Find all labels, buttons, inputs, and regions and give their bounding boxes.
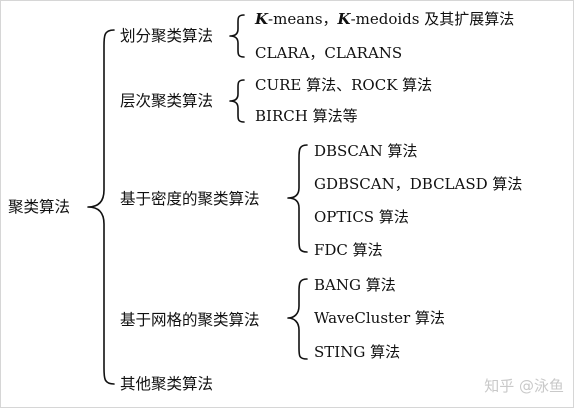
brace-hierarchical xyxy=(229,79,245,123)
brace-density xyxy=(287,144,308,253)
leaf-optics: OPTICS 算法 xyxy=(314,208,409,226)
root-brace xyxy=(87,29,115,385)
category-density: 基于密度的聚类算法 xyxy=(120,190,260,208)
leaf-birch: BIRCH 算法等 xyxy=(255,107,358,125)
leaf-bang: BANG 算法 xyxy=(314,276,396,294)
root-label: 聚类算法 xyxy=(8,198,71,216)
brace-grid xyxy=(287,278,308,360)
leaf-fdc: FDC 算法 xyxy=(314,241,383,259)
leaf-clara: CLARA，CLARANS xyxy=(255,44,403,62)
leaf-kmeans: K-means，K-medoids 及其扩展算法 xyxy=(255,10,515,28)
category-other: 其他聚类算法 xyxy=(120,375,214,393)
category-grid: 基于网格的聚类算法 xyxy=(120,311,260,329)
leaf-cure-rock: CURE 算法、ROCK 算法 xyxy=(255,76,433,94)
brace-partition xyxy=(229,14,245,58)
category-partition: 划分聚类算法 xyxy=(120,27,214,45)
leaf-sting: STING 算法 xyxy=(314,343,401,361)
watermark: 知乎 @泳鱼 xyxy=(484,377,564,395)
leaf-gdbscan: GDBSCAN，DBCLASD 算法 xyxy=(314,175,523,193)
leaf-dbscan: DBSCAN 算法 xyxy=(314,142,418,160)
category-hierarchical: 层次聚类算法 xyxy=(120,92,214,110)
leaf-wavecluster: WaveCluster 算法 xyxy=(314,309,445,327)
